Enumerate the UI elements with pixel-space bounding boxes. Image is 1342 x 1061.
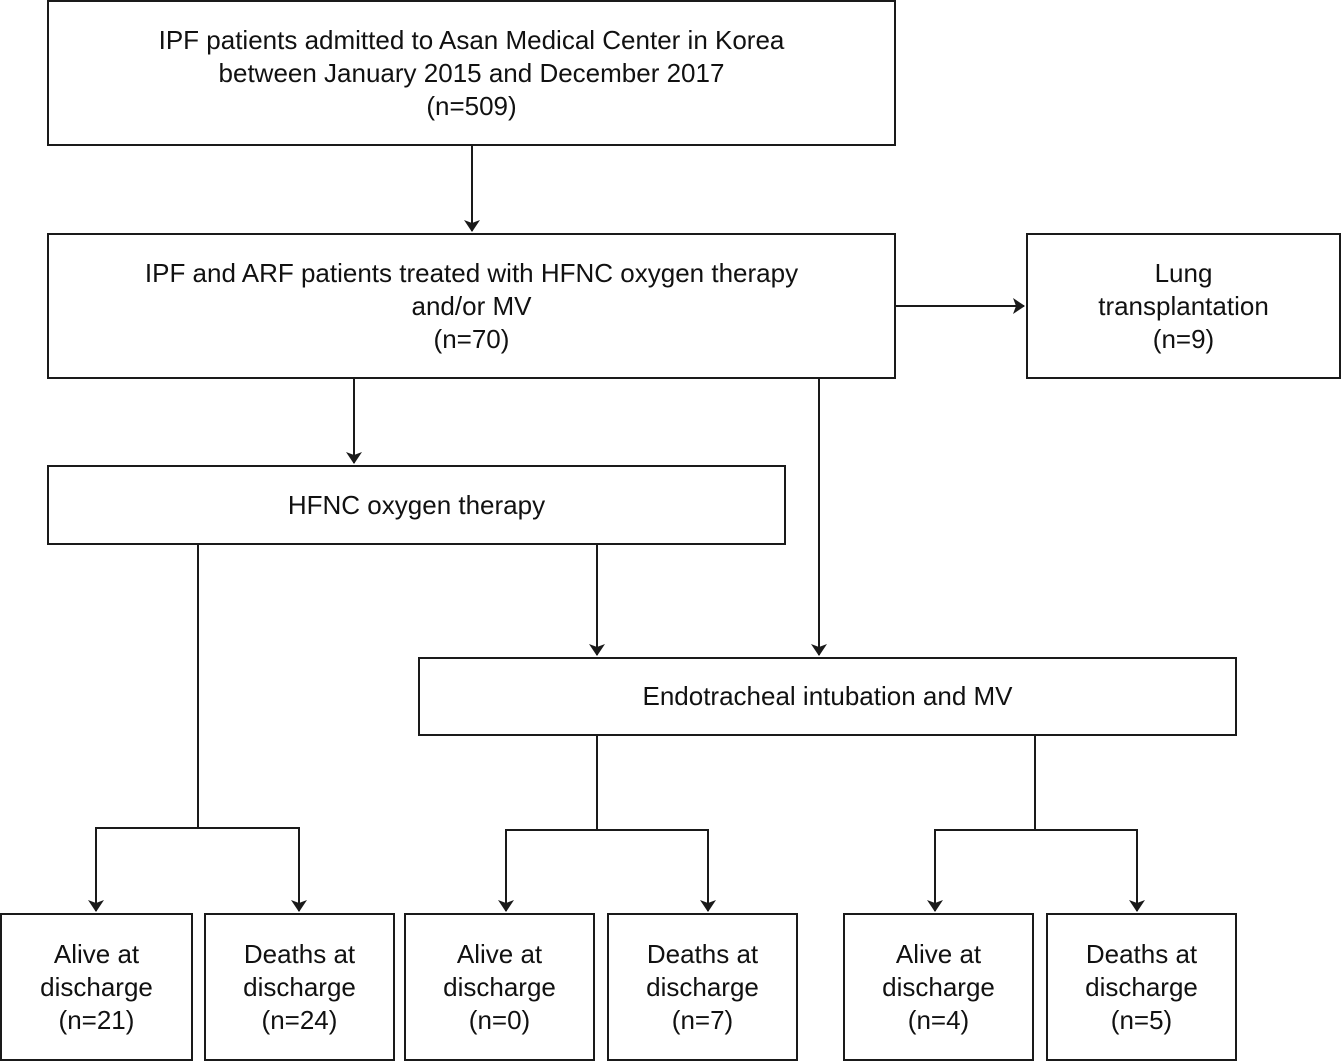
box-lung-count: (n=9) [1152,323,1215,354]
box-ipf-admitted: IPF patients admitted to Asan Medical Ce… [47,0,896,146]
box-hfnc-label: HFNC oxygen therapy [287,489,546,520]
outcome-line2: discharge [443,971,556,1002]
box-ipf-arf-count: (n=70) [433,323,510,354]
box-lung-transplantation: Lung transplantation (n=9) [1026,233,1341,379]
outcome-line1: Alive at [456,938,543,969]
box-outcome-mv-direct-deaths: Deaths at discharge (n=5) [1046,913,1237,1061]
outcome-line2: discharge [646,971,759,1002]
box-ipf-arf-treated: IPF and ARF patients treated with HFNC o… [47,233,896,379]
box-ipf-admitted-count: (n=509) [426,90,517,121]
box-intubation-label: Endotracheal intubation and MV [642,681,1013,711]
box-endotracheal-intubation: Endotracheal intubation and MV [418,657,1237,736]
outcome-line1: Alive at [895,938,982,969]
outcome-line1: Deaths at [646,938,759,969]
outcome-line1: Deaths at [1085,938,1198,969]
outcome-count: (n=21) [58,1004,135,1035]
outcome-count: (n=4) [907,1004,970,1035]
outcome-line2: discharge [882,971,995,1002]
outcome-count: (n=7) [671,1004,734,1035]
box-outcome-hfnc-alive: Alive at discharge (n=21) [0,913,193,1061]
box-lung-line2: transplantation [1098,290,1269,321]
outcome-count: (n=5) [1110,1004,1173,1035]
box-outcome-mv-after-hfnc-alive: Alive at discharge (n=0) [404,913,595,1061]
box-hfnc-oxygen-therapy: HFNC oxygen therapy [47,465,786,545]
box-lung-line1: Lung [1154,257,1213,288]
outcome-line1: Deaths at [243,938,356,969]
box-outcome-hfnc-deaths: Deaths at discharge (n=24) [204,913,395,1061]
box-outcome-mv-direct-alive: Alive at discharge (n=4) [843,913,1034,1061]
box-outcome-mv-after-hfnc-deaths: Deaths at discharge (n=7) [607,913,798,1061]
outcome-line2: discharge [243,971,356,1002]
outcome-line2: discharge [1085,971,1198,1002]
box-ipf-admitted-line1: IPF patients admitted to Asan Medical Ce… [158,24,785,55]
outcome-count: (n=0) [468,1004,531,1035]
box-ipf-arf-line2: and/or MV [411,290,532,321]
box-ipf-admitted-line2: between January 2015 and December 2017 [218,57,725,88]
outcome-line2: discharge [40,971,153,1002]
outcome-line1: Alive at [53,938,140,969]
box-ipf-arf-line1: IPF and ARF patients treated with HFNC o… [144,257,799,288]
outcome-count: (n=24) [261,1004,338,1035]
